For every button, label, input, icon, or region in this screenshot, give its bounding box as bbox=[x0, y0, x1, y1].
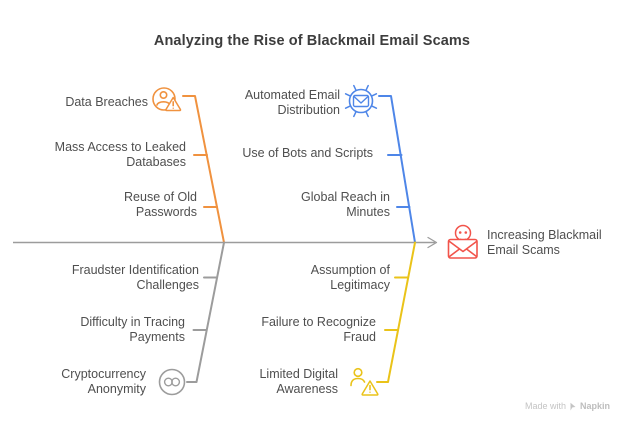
link-circle-icon bbox=[158, 368, 186, 396]
cause-mass-access-leaked-databases: Mass Access to Leaked Databases bbox=[54, 140, 186, 169]
cause-tracing-payments: Difficulty in Tracing Payments bbox=[80, 315, 185, 344]
page-title: Analyzing the Rise of Blackmail Email Sc… bbox=[153, 33, 471, 49]
watermark-prefix: Made with bbox=[524, 401, 566, 411]
arrow-head-icon bbox=[427, 236, 438, 249]
cause-automated-email-distribution: Automated Email Distribution bbox=[244, 88, 340, 117]
rib-top-left bbox=[182, 95, 225, 244]
cause-reuse-old-passwords: Reuse of Old Passwords bbox=[124, 190, 197, 219]
cause-cryptocurrency-anonymity: Cryptocurrency Anonymity bbox=[61, 367, 146, 396]
user-warning-icon bbox=[350, 367, 379, 396]
rib-bottom-right bbox=[376, 241, 416, 383]
cause-bots-and-scripts: Use of Bots and Scripts bbox=[242, 146, 373, 160]
napkin-logo-icon bbox=[570, 402, 576, 410]
cause-assumption-legitimacy: Assumption of Legitimacy bbox=[310, 263, 390, 292]
watermark: Made with Napkin bbox=[525, 401, 610, 411]
user-alert-icon bbox=[152, 87, 182, 112]
cause-fraudster-identification: Fraudster Identification Challenges bbox=[71, 263, 199, 292]
cause-data-breaches: Data Breaches bbox=[65, 95, 148, 109]
watermark-brand: Napkin bbox=[579, 401, 610, 411]
effect-label: Increasing Blackmail Email Scams bbox=[487, 228, 602, 257]
cause-global-reach-minutes: Global Reach in Minutes bbox=[301, 190, 390, 219]
rib-bottom-left bbox=[186, 241, 225, 383]
cause-failure-recognize-fraud: Failure to Recognize Fraud bbox=[261, 315, 376, 344]
email-broadcast-icon bbox=[344, 84, 378, 118]
cause-limited-digital-awareness: Limited Digital Awareness bbox=[259, 367, 338, 396]
rib-top-right bbox=[378, 95, 416, 244]
skull-envelope-icon bbox=[447, 224, 478, 259]
